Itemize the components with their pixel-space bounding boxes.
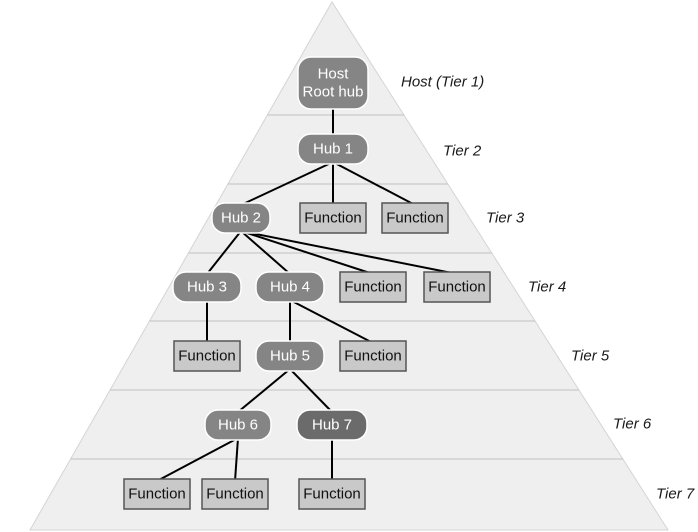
connection-line [156, 437, 239, 482]
hub-shape [255, 271, 325, 303]
hub-shape [297, 133, 369, 165]
hub-node: Hub 4 [255, 271, 325, 303]
function-label: Function [304, 210, 362, 227]
function-label: Function [128, 486, 186, 503]
function-label: Function [386, 210, 444, 227]
function-box [423, 271, 491, 303]
hub-label: Host [318, 66, 350, 83]
hub-label: Hub 6 [218, 417, 258, 434]
connection-line [240, 230, 458, 275]
function-node: Function [123, 478, 191, 510]
function-label: Function [344, 348, 402, 365]
function-node: Function [298, 478, 366, 510]
connection-line [234, 437, 239, 482]
connection-lines [156, 107, 458, 482]
tier-labels: Host (Tier 1) Tier 2 Tier 3 Tier 4 Tier 5 Tie… [401, 74, 695, 503]
hub-node: Hub 3 [172, 271, 242, 303]
connection-line [237, 368, 291, 413]
hub-shape [297, 56, 369, 110]
tier-label-3: Tier 3 [486, 210, 525, 227]
function-label: Function [206, 486, 264, 503]
function-label: Function [428, 279, 486, 296]
function-node: Function [423, 271, 491, 303]
function-box [299, 202, 367, 234]
hub-node: Hub 1 [297, 133, 369, 165]
tier-label-7: Tier 7 [656, 486, 695, 503]
hub-label: Hub 3 [187, 279, 227, 296]
connection-line [240, 161, 334, 206]
tier-label-1: Host (Tier 1) [401, 74, 484, 91]
function-box [201, 478, 269, 510]
connection-line [289, 299, 374, 344]
hub-label: Hub 7 [312, 417, 352, 434]
hub-shape [204, 409, 272, 441]
connection-line [240, 230, 374, 275]
hub-label: Root hub [303, 84, 364, 101]
hub-node: Hub 2 [211, 202, 271, 234]
hub-shape [296, 409, 368, 441]
hub-label: Hub 2 [221, 210, 261, 227]
hub-label: Hub 1 [313, 141, 353, 158]
hub-node: Hub 5 [255, 340, 325, 372]
function-label: Function [303, 486, 361, 503]
function-box [298, 478, 366, 510]
function-node: Function [381, 202, 449, 234]
connection-line [289, 368, 333, 413]
function-box [339, 271, 407, 303]
tier-label-2: Tier 2 [443, 143, 482, 160]
tier-dividers [70, 114, 623, 460]
function-node: Function [201, 478, 269, 510]
hub-label: Hub 4 [270, 279, 310, 296]
function-box [123, 478, 191, 510]
connection-line [206, 230, 242, 275]
tier-label-4: Tier 4 [528, 279, 566, 296]
function-node: Function [339, 271, 407, 303]
hub-label: Hub 5 [270, 348, 310, 365]
function-node: Function [173, 340, 241, 372]
function-box [339, 340, 407, 372]
connection-line [240, 230, 291, 275]
hub-shape [172, 271, 242, 303]
function-node: Function [299, 202, 367, 234]
tier-label-6: Tier 6 [613, 416, 652, 433]
hub-node: Hub 6 [204, 409, 272, 441]
hub-node: Hub 7 [296, 409, 368, 441]
function-node: Function [339, 340, 407, 372]
function-box [173, 340, 241, 372]
hub-shape [211, 202, 271, 234]
function-label: Function [344, 279, 402, 296]
connection-line [332, 161, 416, 206]
function-box [381, 202, 449, 234]
function-label: Function [178, 348, 236, 365]
hub-shape [255, 340, 325, 372]
tier-label-5: Tier 5 [571, 348, 610, 365]
